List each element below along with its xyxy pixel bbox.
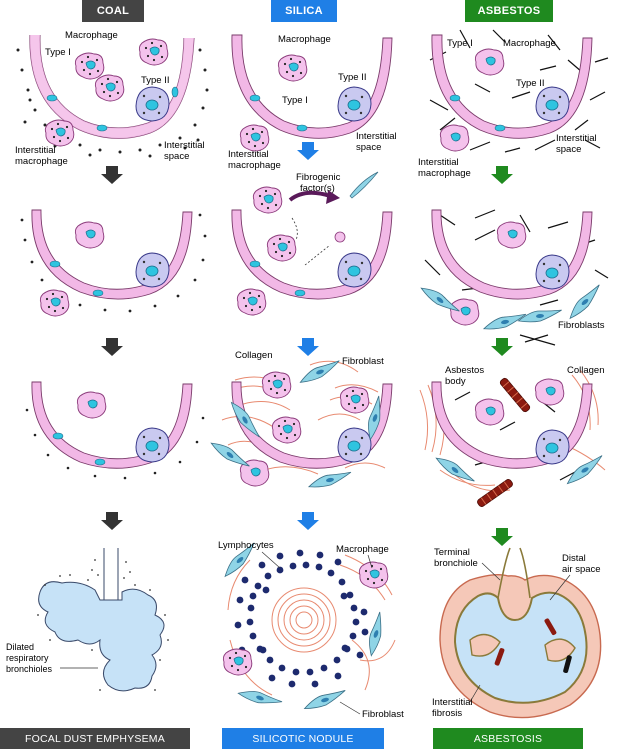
coal-alveolus-1: Macrophage Type I Type II Interstitial m… (15, 30, 209, 167)
asbestos-column: Type I Macrophage Type II Interstitial s… (418, 29, 609, 719)
label-fibroblasts: Fibroblasts (558, 320, 605, 331)
label-interstitial-space-2: space (164, 151, 189, 162)
asbestos-alveolus-2: Fibroblasts (419, 209, 609, 346)
asbestosis: Terminal bronchiole Distal air space Int… (432, 547, 602, 719)
arrow-asbestos-3 (491, 528, 513, 546)
silica-alveolus-3: Collagen Fibroblast (209, 350, 393, 490)
label-distal-air-space: Distal (562, 553, 586, 564)
footer-silica: SILICOTIC NODULE (222, 728, 384, 749)
label-interstitial-macrophage-2: macrophage (15, 156, 68, 167)
arrow-coal-3 (101, 512, 123, 530)
silica-column: Macrophage Type I Type II Interstitial m… (209, 34, 404, 720)
label-nodule-macrophage: Macrophage (336, 544, 389, 555)
footer-asbestos: ASBESTOSIS (433, 728, 583, 749)
coal-column: Macrophage Type I Type II Interstitial m… (6, 30, 209, 692)
label-interstitial-macrophage: Interstitial (15, 145, 56, 156)
label-asbestos-macrophage: Macrophage (503, 38, 556, 49)
coal-alveolus-3 (25, 381, 205, 480)
label-asbestos-collagen: Collagen (567, 365, 605, 376)
arrow-silica-3 (297, 512, 319, 530)
label-asbestos-interstitial-space-2: space (556, 144, 581, 155)
header-asbestos: ASBESTOS (465, 0, 553, 22)
label-type-ii: Type II (141, 75, 170, 86)
arrow-coal-2 (101, 338, 123, 356)
arrow-asbestos-1 (491, 166, 513, 184)
header-coal: COAL (82, 0, 144, 22)
label-asbestos-interstitial-macrophage: Interstitial (418, 157, 459, 168)
silica-alveolus-1: Macrophage Type I Type II Interstitial m… (228, 34, 397, 171)
label-silica-interstitial-space-2: space (356, 142, 381, 153)
label-dilated: Dilated (6, 642, 34, 652)
label-terminal-bronchiole: Terminal (434, 547, 470, 558)
label-silica-interstitial-space: Interstitial (356, 131, 397, 142)
label-terminal-bronchiole-2: bronchiole (434, 558, 478, 569)
label-interstitial-space: Interstitial (164, 140, 205, 151)
label-fibroblast: Fibroblast (342, 356, 384, 367)
arrow-coal-1 (101, 166, 123, 184)
label-asbestos-interstitial-macrophage-2: macrophage (418, 168, 471, 179)
coal-emphysema: Dilated respiratory bronchioles (6, 548, 169, 692)
label-dilated-2: respiratory (6, 653, 49, 663)
label-interstitial-fibrosis: Interstitial (432, 697, 473, 708)
label-silica-type-ii: Type II (338, 72, 367, 83)
label-dilated-3: bronchioles (6, 664, 53, 674)
label-fibrogenic: Fibrogenic (296, 172, 341, 183)
label-silica-interstitial-macrophage: Interstitial (228, 149, 269, 160)
label-asbestos-type-ii: Type II (516, 78, 545, 89)
label-interstitial-fibrosis-2: fibrosis (432, 708, 462, 719)
label-silica-interstitial-macrophage-2: macrophage (228, 160, 281, 171)
label-silica-type-i: Type I (282, 95, 308, 106)
label-silica-macrophage: Macrophage (278, 34, 331, 45)
arrow-silica-2 (297, 338, 319, 356)
label-asbestos-interstitial-space: Interstitial (556, 133, 597, 144)
label-distal-air-space-2: air space (562, 564, 601, 575)
coal-alveolus-2 (20, 209, 207, 316)
label-asbestos-type-i: Type I (447, 38, 473, 49)
arrow-asbestos-2 (491, 338, 513, 356)
label-collagen: Collagen (235, 350, 273, 361)
silica-alveolus-2: Fibrogenic factor(s) (231, 171, 393, 315)
label-fibrogenic-2: factor(s) (300, 183, 335, 194)
label-asbestos-body-2: body (445, 376, 466, 387)
asbestos-alveolus-1: Type I Macrophage Type II Interstitial s… (418, 29, 609, 179)
asbestos-alveolus-3: Asbestos body Collagen (419, 365, 608, 509)
label-macrophage: Macrophage (65, 30, 118, 41)
silicotic-nodule: Lymphocytes Macrophage Fibroblast (218, 540, 404, 720)
header-silica: SILICA (271, 0, 337, 22)
label-lymphocytes: Lymphocytes (218, 540, 274, 551)
footer-coal: FOCAL DUST EMPHYSEMA (0, 728, 190, 749)
label-asbestos-body: Asbestos (445, 365, 484, 376)
label-type-i: Type I (45, 47, 71, 58)
label-nodule-fibroblast: Fibroblast (362, 709, 404, 720)
arrow-silica-1 (297, 142, 319, 160)
